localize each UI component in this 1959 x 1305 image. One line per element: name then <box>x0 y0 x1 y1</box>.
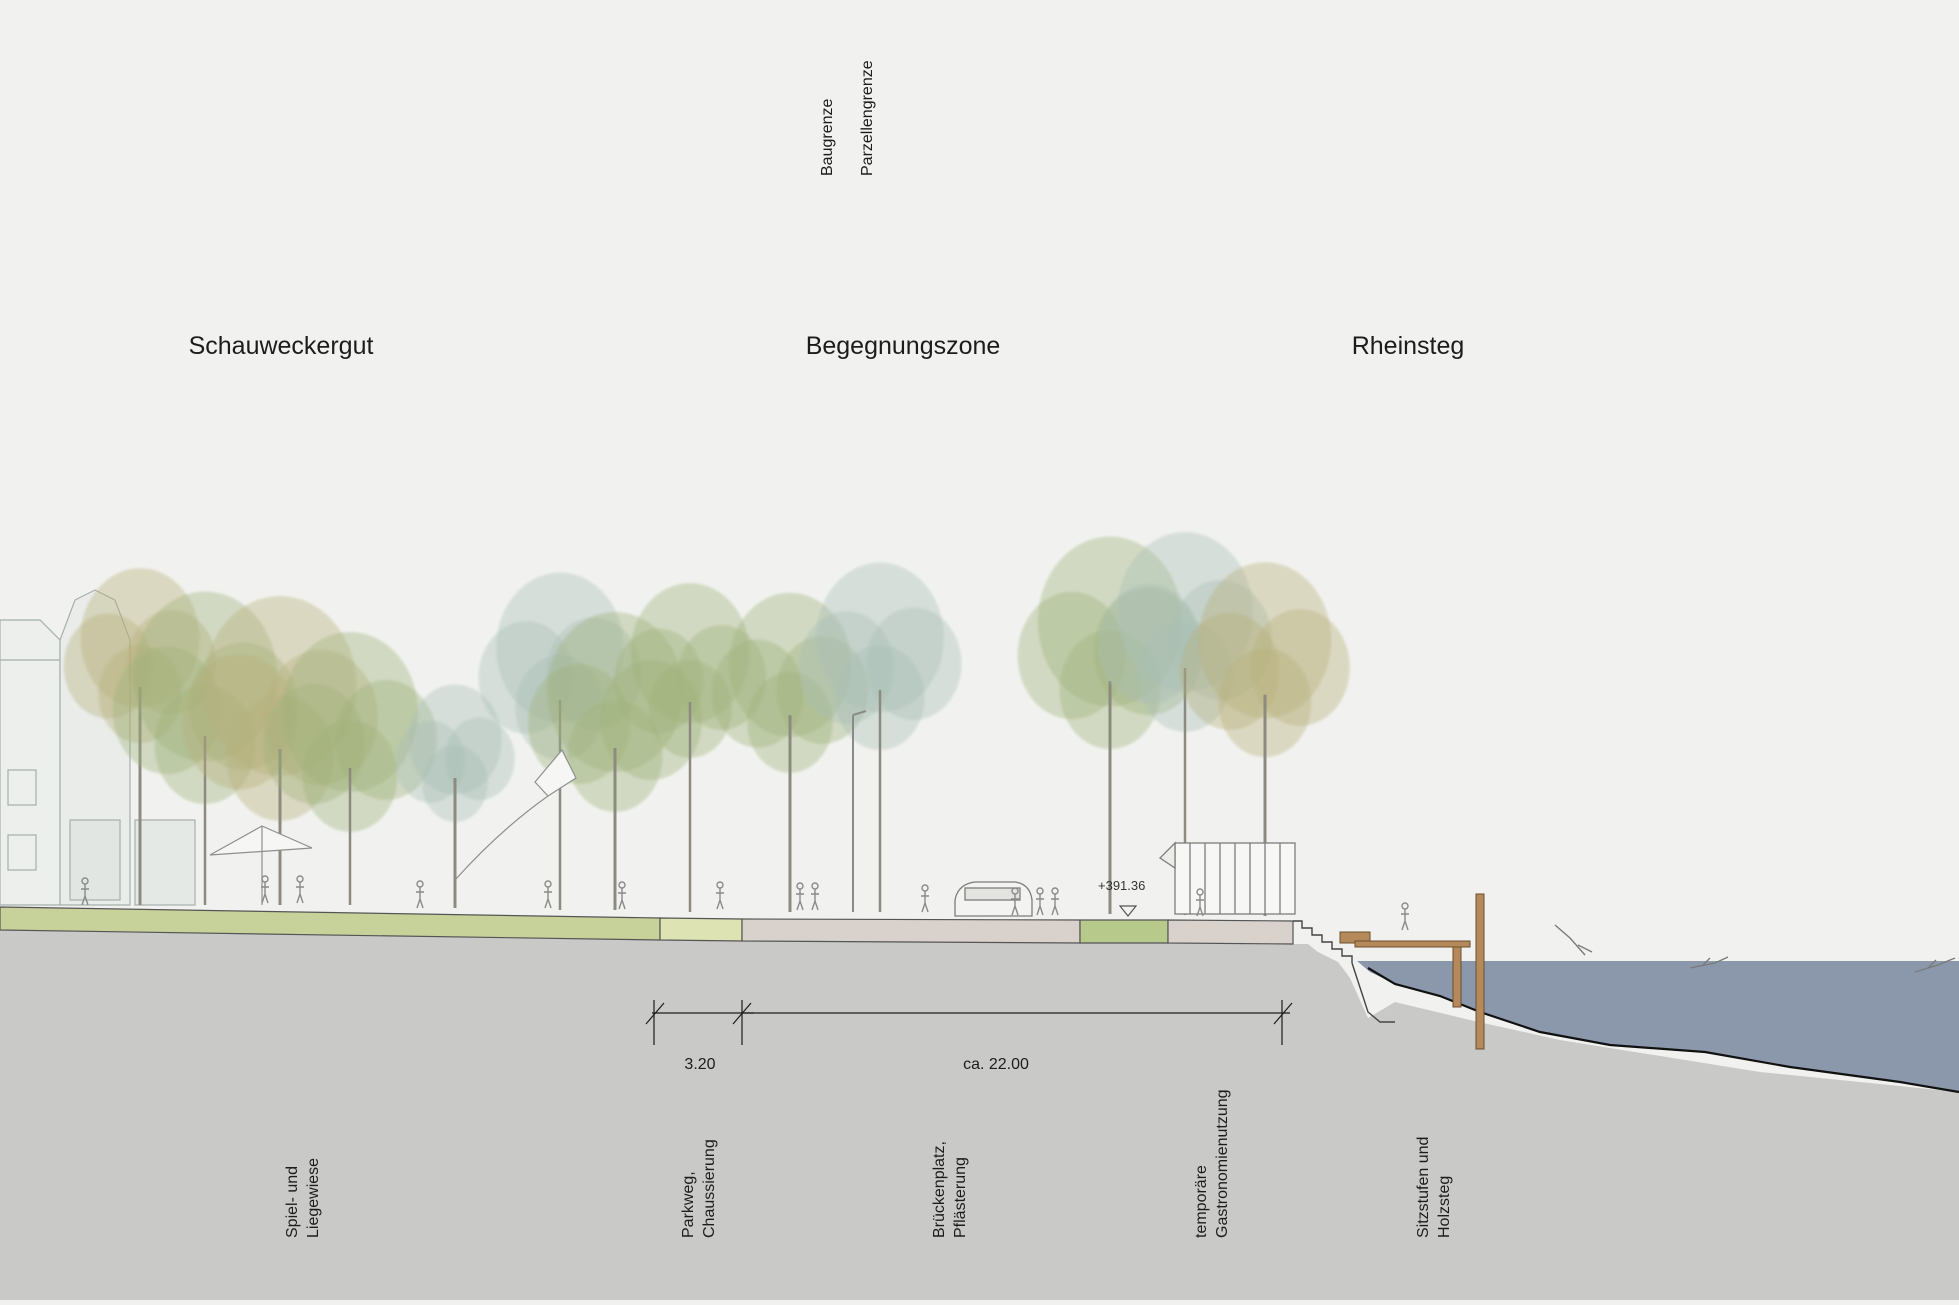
person-figure <box>416 880 424 909</box>
dimension-ticks <box>645 1000 1293 1045</box>
kite <box>454 748 577 881</box>
people-group <box>81 875 1409 931</box>
tree <box>395 684 515 908</box>
plaza-strip <box>741 918 1081 944</box>
planting-strip <box>1079 919 1169 944</box>
wooden-deck <box>1339 893 1485 1050</box>
person-figure <box>1196 888 1204 917</box>
surface-label-path: Parkweg,Chaussierung <box>680 1139 718 1238</box>
person-figure <box>618 881 626 910</box>
street-lamp <box>852 710 867 912</box>
car <box>954 881 1033 917</box>
tree <box>798 562 962 912</box>
person-figure <box>716 881 724 910</box>
ground-section <box>0 930 1959 1300</box>
elevation-marker-icon <box>1118 905 1138 917</box>
boundary-label-build-line: Baugrenze <box>819 98 836 176</box>
gastro-strip <box>1167 919 1294 945</box>
elevation-label: +391.36 <box>1098 878 1146 893</box>
person-figure <box>1011 887 1019 916</box>
person-figure <box>921 884 929 913</box>
person-figure <box>1036 887 1044 916</box>
person-figure <box>81 877 89 906</box>
boundary-label-parcel-line: Parzellengrenze <box>859 60 876 176</box>
person-figure <box>261 875 269 904</box>
tree <box>1180 562 1350 916</box>
tree-group <box>63 532 1350 916</box>
swimmers <box>1554 924 1956 973</box>
person-figure <box>296 875 304 904</box>
riverbed-line <box>1367 967 1959 1094</box>
zone-title-schauweckergut: Schauweckergut <box>188 332 374 360</box>
person-figure <box>1401 902 1409 931</box>
gastro-pavilion <box>1158 841 1296 915</box>
dimension-label-path: 3.20 <box>684 1056 716 1073</box>
zone-title-rheinsteg: Rheinsteg <box>1351 332 1465 360</box>
surface-label-plaza: Brückenplatz,Pflästerung <box>931 1141 969 1238</box>
dimension-label-plaza: ca. 22.00 <box>963 1056 1029 1073</box>
person-figure <box>544 880 552 909</box>
seating-steps <box>1293 920 1395 1023</box>
person-figure <box>1051 887 1059 916</box>
zone-title-begegnungszone: Begegnungszone <box>805 332 1001 360</box>
person-figure <box>796 882 804 911</box>
path-strip <box>659 917 743 942</box>
parasol <box>209 825 313 905</box>
tree <box>263 632 437 905</box>
person-figure <box>811 882 819 911</box>
rhine-water <box>1357 961 1959 1092</box>
